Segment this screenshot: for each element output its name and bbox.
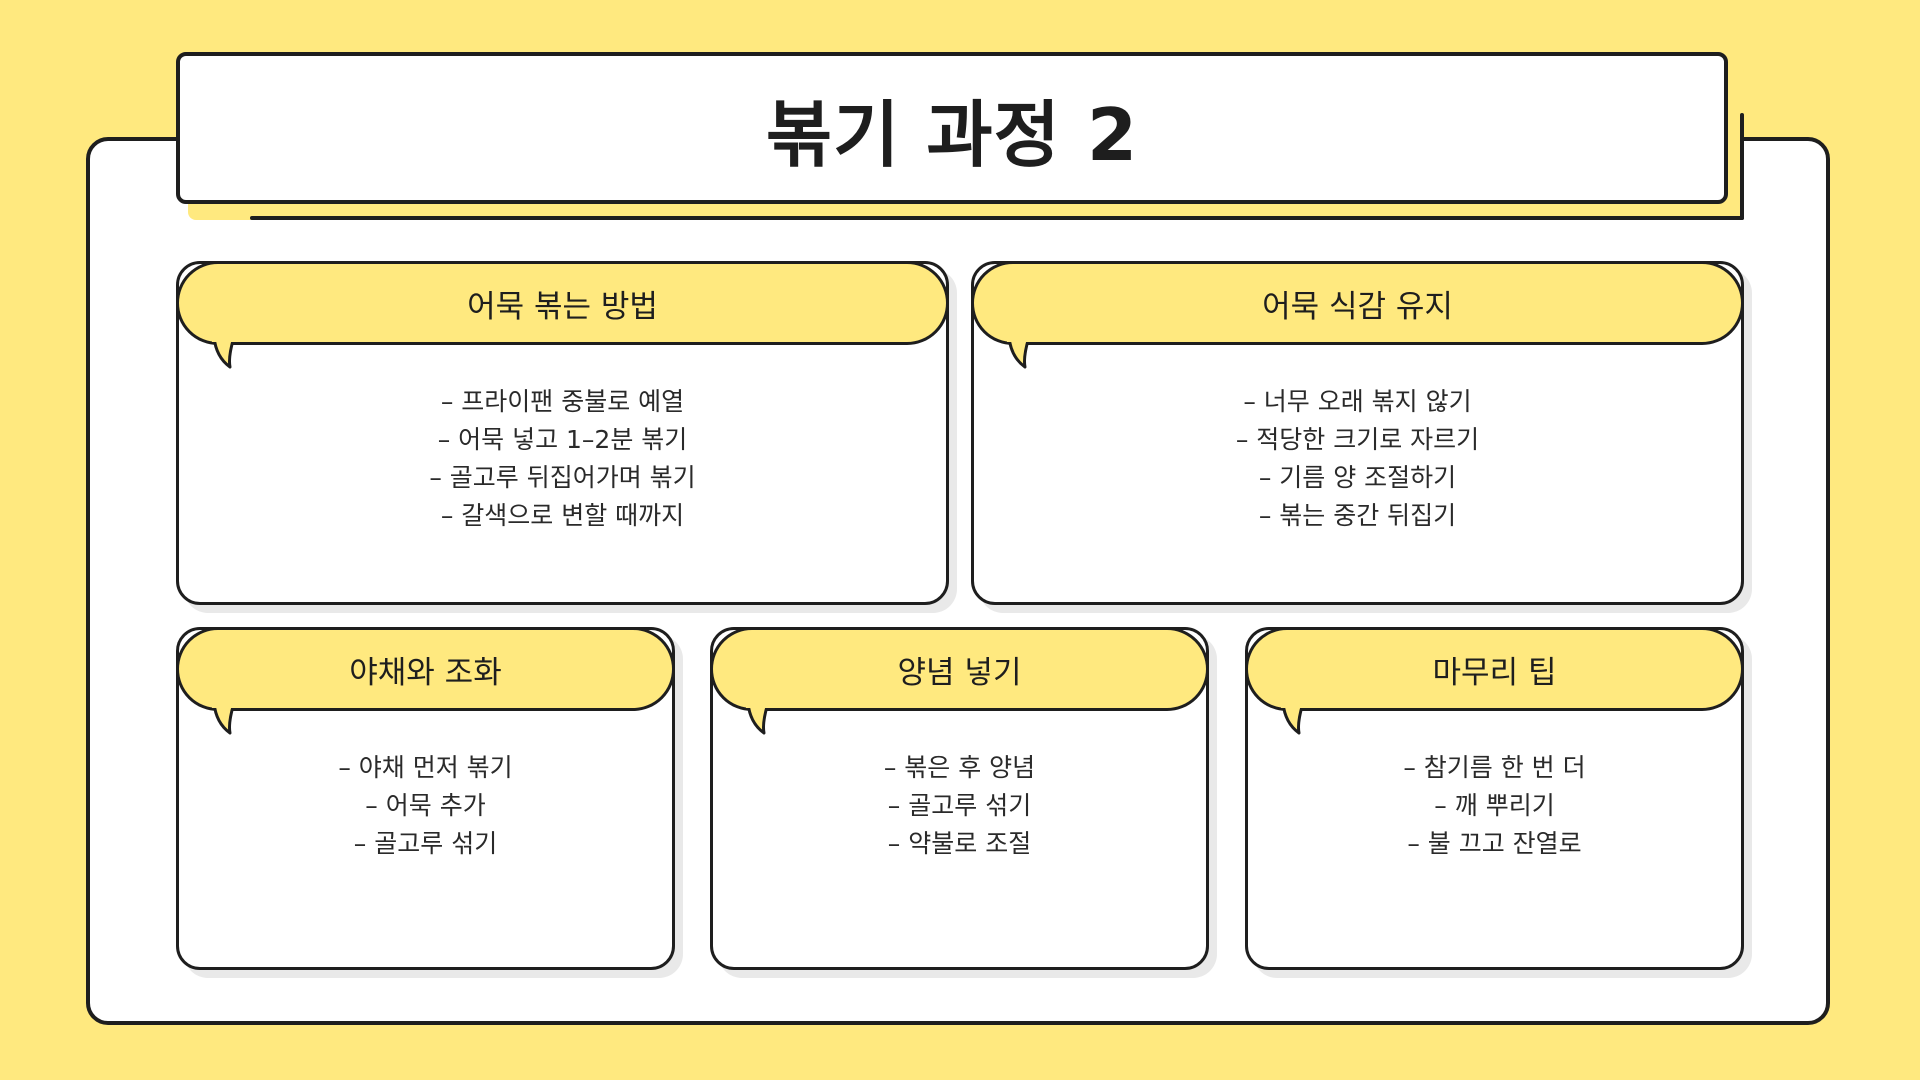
card-header-bubble: 어묵 식감 유지	[971, 261, 1744, 345]
list-item: – 어묵 넣고 1–2분 볶기	[437, 425, 688, 454]
list-item: – 불 끄고 잔열로	[1407, 829, 1582, 858]
list-item: – 너무 오래 볶지 않기	[1243, 387, 1472, 416]
title-shadow-edge-bottom	[250, 216, 1744, 220]
card-list: – 야채 먼저 볶기 – 어묵 추가 – 골고루 섞기	[176, 749, 675, 863]
speech-tail-icon	[212, 337, 242, 369]
card-header-bubble: 어묵 볶는 방법	[176, 261, 949, 345]
list-item: – 프라이팬 중불로 예열	[440, 387, 685, 416]
speech-tail-icon	[1281, 703, 1311, 735]
title-shadow-edge-right	[1740, 113, 1744, 220]
card-list: – 참기름 한 번 더 – 깨 뿌리기 – 불 끄고 잔열로	[1245, 749, 1744, 863]
speech-tail-icon	[212, 703, 242, 735]
speech-tail-icon	[1007, 337, 1037, 369]
card-header-bubble: 마무리 팁	[1245, 627, 1744, 711]
list-item: – 깨 뿌리기	[1434, 791, 1555, 820]
list-item: – 갈색으로 변할 때까지	[440, 501, 685, 530]
list-item: – 골고루 뒤집어가며 볶기	[429, 463, 696, 492]
list-item: – 어묵 추가	[365, 791, 486, 820]
title-box: 볶기 과정 2	[176, 52, 1728, 204]
list-item: – 약불로 조절	[887, 829, 1032, 858]
card-vegetable-harmony: 야채와 조화 – 야채 먼저 볶기 – 어묵 추가 – 골고루 섞기	[176, 627, 683, 978]
card-list: – 프라이팬 중불로 예열 – 어묵 넣고 1–2분 볶기 – 골고루 뒤집어가…	[176, 383, 949, 535]
card-title: 마무리 팁	[1432, 654, 1557, 691]
card-header-bubble: 양념 넣기	[710, 627, 1209, 711]
card-title: 어묵 볶는 방법	[467, 288, 658, 325]
page-title: 볶기 과정 2	[765, 92, 1139, 177]
card-list: – 너무 오래 볶지 않기 – 적당한 크기로 자르기 – 기름 양 조절하기 …	[971, 383, 1744, 535]
card-title: 야채와 조화	[349, 654, 502, 691]
card-title: 양념 넣기	[897, 654, 1022, 691]
list-item: – 참기름 한 번 더	[1403, 753, 1586, 782]
card-texture-keeping: 어묵 식감 유지 – 너무 오래 볶지 않기 – 적당한 크기로 자르기 – 기…	[971, 261, 1752, 613]
list-item: – 적당한 크기로 자르기	[1235, 425, 1480, 454]
card-frying-method: 어묵 볶는 방법 – 프라이팬 중불로 예열 – 어묵 넣고 1–2분 볶기 –…	[176, 261, 957, 613]
card-header-bubble: 야채와 조화	[176, 627, 675, 711]
list-item: – 볶은 후 양념	[883, 753, 1036, 782]
list-item: – 기름 양 조절하기	[1258, 463, 1457, 492]
speech-tail-icon	[746, 703, 776, 735]
list-item: – 야채 먼저 볶기	[338, 753, 513, 782]
list-item: – 골고루 섞기	[887, 791, 1032, 820]
list-item: – 볶는 중간 뒤집기	[1258, 501, 1457, 530]
card-list: – 볶은 후 양념 – 골고루 섞기 – 약불로 조절	[710, 749, 1209, 863]
card-title: 어묵 식감 유지	[1262, 288, 1453, 325]
list-item: – 골고루 섞기	[353, 829, 498, 858]
card-seasoning: 양념 넣기 – 볶은 후 양념 – 골고루 섞기 – 약불로 조절	[710, 627, 1217, 978]
card-finishing-tips: 마무리 팁 – 참기름 한 번 더 – 깨 뿌리기 – 불 끄고 잔열로	[1245, 627, 1752, 978]
